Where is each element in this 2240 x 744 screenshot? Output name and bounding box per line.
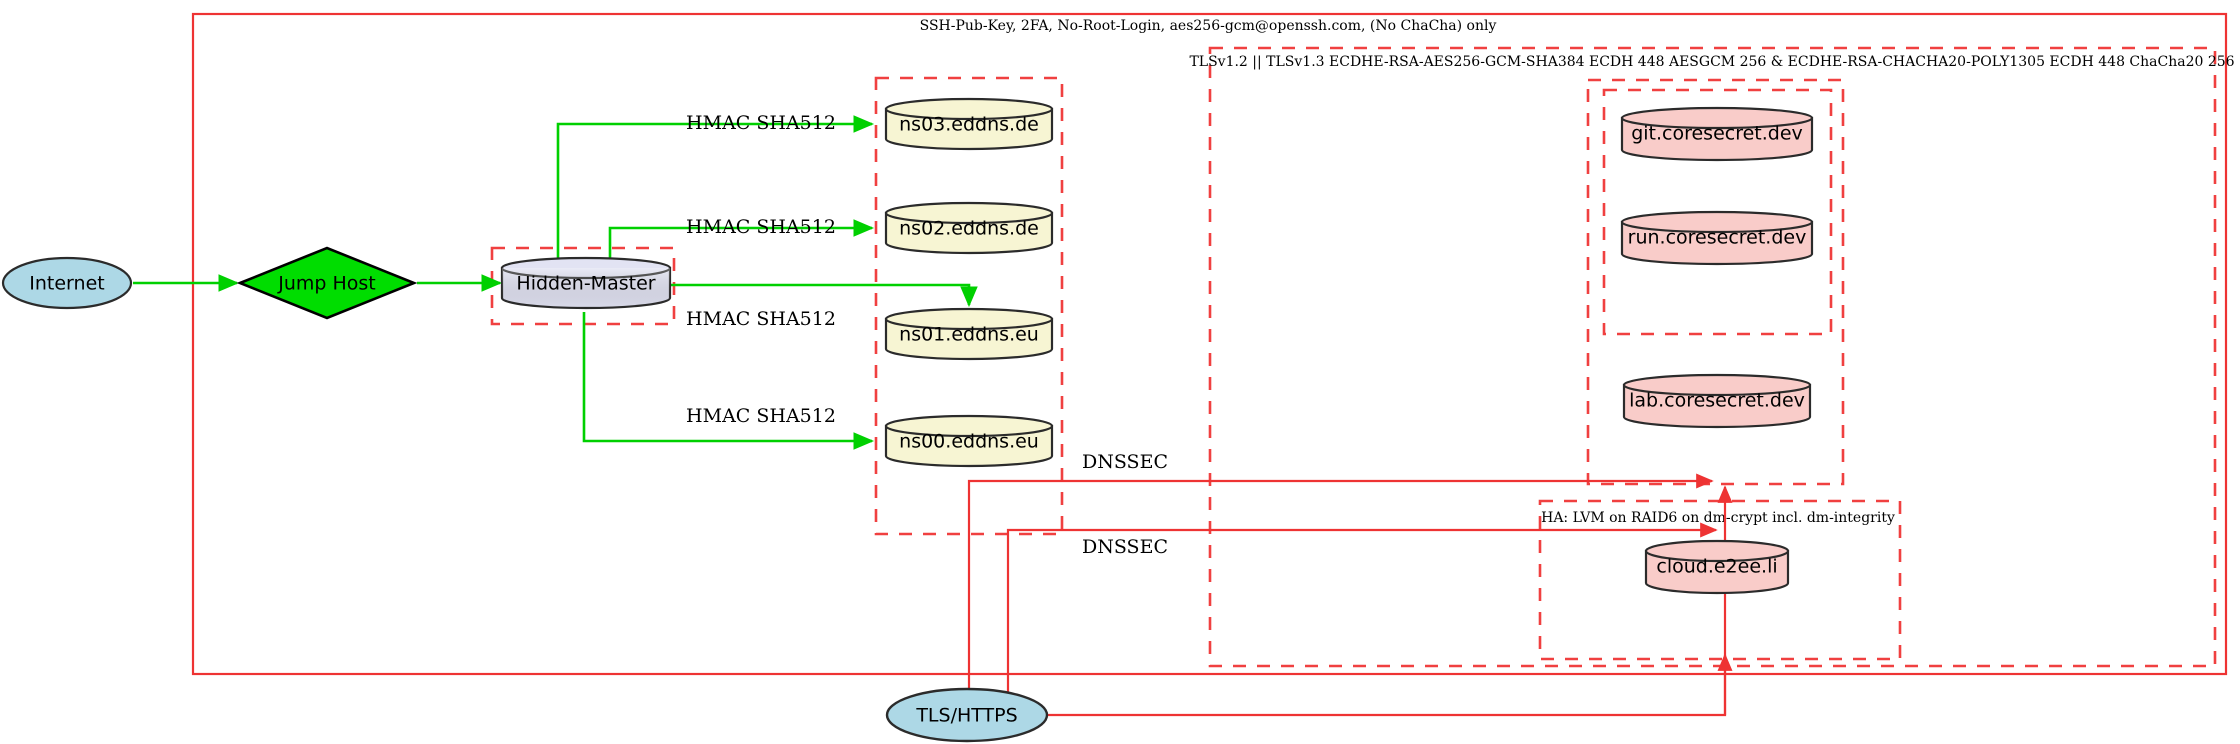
node-run-label: run.coresecret.dev (1628, 227, 1807, 249)
node-internet-label: Internet (29, 273, 104, 295)
node-git-label: git.coresecret.dev (1631, 123, 1803, 145)
node-ns00-label: ns00.eddns.eu (899, 431, 1039, 453)
edge-label-hmac-ns02: HMAC SHA512 (686, 216, 836, 238)
node-ns01-label: ns01.eddns.eu (899, 324, 1039, 346)
node-run-coresecret[interactable]: run.coresecret.dev (1620, 210, 1814, 266)
cluster-ssh-boundary: SSH-Pub-Key, 2FA, No-Root-Login, aes256-… (191, 12, 2228, 676)
node-git-coresecret[interactable]: git.coresecret.dev (1620, 106, 1814, 162)
node-cloud-label: cloud.e2ee.li (1656, 556, 1777, 578)
node-lab-coresecret[interactable]: lab.coresecret.dev (1622, 373, 1812, 429)
node-lab-label: lab.coresecret.dev (1629, 390, 1805, 412)
edge-hiddenmaster-to-ns01: HMAC SHA512 (666, 283, 978, 330)
node-cloud-e2ee[interactable]: cloud.e2ee.li (1644, 539, 1790, 595)
edge-label-hmac-ns00: HMAC SHA512 (686, 405, 836, 427)
node-internet[interactable]: Internet (1, 256, 133, 310)
edge-dnssec-upper: DNSSEC (967, 451, 1714, 695)
edge-label-dnssec-upper: DNSSEC (1082, 451, 1168, 473)
node-ns02[interactable]: ns02.eddns.de (884, 201, 1054, 255)
node-ns03[interactable]: ns03.eddns.de (884, 97, 1054, 151)
node-ns02-label: ns02.eddns.de (899, 218, 1039, 240)
cluster-coresecret-inner-boundary (1602, 88, 1833, 336)
cluster-ha-label: HA: LVM on RAID6 on dm-crypt incl. dm-in… (1541, 510, 1895, 526)
node-ns00[interactable]: ns00.eddns.eu (884, 414, 1054, 468)
cluster-nameserver-boundary (874, 76, 1064, 536)
cluster-ssh-label: SSH-Pub-Key, 2FA, No-Root-Login, aes256-… (920, 18, 1497, 34)
node-hidden-master[interactable]: Hidden-Master (500, 256, 672, 310)
edge-hiddenmaster-to-ns00: HMAC SHA512 (582, 312, 875, 450)
node-ns01[interactable]: ns01.eddns.eu (884, 307, 1054, 361)
edge-label-dnssec-lower: DNSSEC (1082, 536, 1168, 558)
node-ns03-label: ns03.eddns.de (899, 114, 1039, 136)
node-jump-host[interactable]: Jump Host (236, 246, 418, 320)
node-tls-https[interactable]: TLS/HTTPS (885, 687, 1049, 743)
edge-label-hmac-ns03: HMAC SHA512 (686, 112, 836, 134)
cluster-tls-label: TLSv1.2 || TLSv1.3 ECDHE-RSA-AES256-GCM-… (1189, 54, 2234, 70)
edge-label-hmac-ns01: HMAC SHA512 (686, 308, 836, 330)
cluster-tls-boundary: TLSv1.2 || TLSv1.3 ECDHE-RSA-AES256-GCM-… (1189, 46, 2235, 668)
cluster-coresecret-boundary (1586, 78, 1845, 486)
edge-hiddenmaster-to-ns02: HMAC SHA512 (608, 216, 875, 262)
node-jump-host-label: Jump Host (277, 273, 376, 295)
node-tls-https-label: TLS/HTTPS (915, 705, 1017, 727)
node-hidden-master-label: Hidden-Master (516, 273, 655, 295)
edge-hiddenmaster-to-ns03: HMAC SHA512 (556, 112, 875, 262)
edge-dnssec-lower: DNSSEC (1006, 522, 1718, 695)
